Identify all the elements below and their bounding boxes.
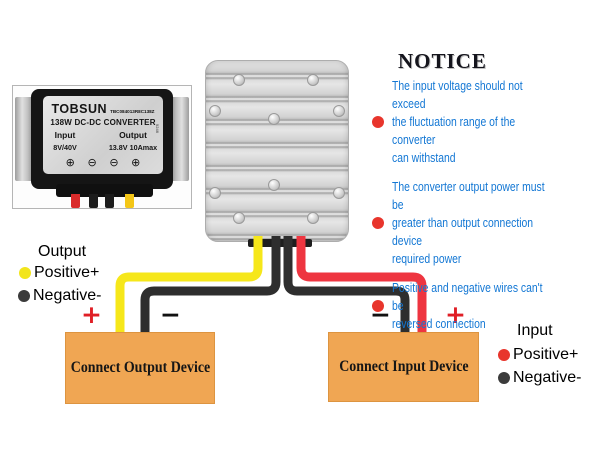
red-bullet-icon [372, 300, 384, 312]
photo-wire-red [71, 194, 80, 208]
photo-wire-yellow [125, 194, 134, 208]
output-box-label: Connect Output Device [70, 359, 210, 376]
output-spec: 13.8V 10Amax [108, 143, 158, 152]
rivet-icon [209, 187, 221, 199]
output-minus-mark: − [160, 300, 181, 329]
screw-minus-icon: ⊖ [109, 156, 119, 169]
input-negative-label: Negative- [513, 369, 582, 386]
product-label: TOBSUN TBC084013R8C138Z 138W DC-DC CONVE… [43, 96, 163, 174]
wire-input-positive-red [296, 236, 427, 335]
brand-name: TOBSUN [51, 102, 108, 116]
notice-item: The input voltage should not exceed the … [372, 77, 592, 167]
red-dot-icon [498, 349, 510, 361]
wire-output-positive-yellow [115, 236, 263, 335]
notice-title: NOTICE [398, 49, 487, 73]
input-positive-label: Positive+ [513, 346, 579, 363]
rivet-icon [333, 187, 345, 199]
rivet-icon [209, 105, 221, 117]
red-bullet-icon [372, 217, 384, 229]
label-output-header: Output [119, 130, 147, 140]
input-spec: 8V/40V [53, 143, 77, 152]
notice-item: The converter output power must be great… [372, 178, 592, 268]
product-photo: TOBSUN TBC084013R8C138Z 138W DC-DC CONVE… [12, 85, 192, 209]
rivet-icon [268, 113, 280, 125]
red-bullet-icon [372, 116, 384, 128]
notice-item-text: The converter output power must be great… [392, 179, 545, 266]
rivet-icon [333, 105, 345, 117]
input-plus-mark: + [445, 300, 466, 329]
rivet-icon [307, 74, 319, 86]
converter-photo-terminal-block [56, 184, 153, 197]
connect-input-device-box: Connect Input Device [328, 332, 479, 402]
product-title: 138W DC-DC CONVERTER [50, 118, 156, 127]
notice-item-text: Positive and negative wires can't be rev… [392, 280, 543, 331]
notice-item-text: The input voltage should not exceed the … [392, 78, 523, 165]
converter-mount-flange-left [15, 97, 33, 181]
output-plus-mark: + [81, 300, 102, 329]
input-box-label: Connect Input Device [338, 358, 469, 375]
photo-wire-black-1 [89, 194, 98, 208]
output-legend-title: Output [38, 243, 87, 260]
screw-minus-icon: ⊖ [87, 156, 97, 169]
terminal-screws: ⊕ ⊖ ⊖ ⊕ [53, 156, 153, 169]
output-positive-label: Positive+ [34, 264, 100, 281]
screw-plus-icon: ⊕ [65, 156, 75, 169]
black-dot-icon [18, 290, 30, 302]
rivet-icon [307, 212, 319, 224]
converter-heatsink [205, 60, 349, 242]
wire-output-negative-black [140, 236, 281, 335]
rivet-icon [233, 74, 245, 86]
photo-wire-black-2 [105, 194, 114, 208]
converter-mount-flange-right [171, 97, 189, 181]
screw-plus-icon: ⊕ [131, 156, 141, 169]
rivet-icon [233, 212, 245, 224]
notice-item: Positive and negative wires can't be rev… [372, 279, 592, 333]
black-dot-icon [498, 372, 510, 384]
connect-output-device-box: Connect Output Device [65, 332, 215, 404]
output-negative-label: Negative- [33, 287, 102, 304]
yellow-dot-icon [19, 267, 31, 279]
notice-list: The input voltage should not exceed the … [372, 77, 592, 344]
input-legend-title: Input [517, 322, 553, 339]
model-code: TBC084013R8C138Z [110, 109, 155, 114]
wire-input-negative-black [283, 236, 410, 335]
rivet-icon [268, 179, 280, 191]
label-input-header: Input [54, 130, 76, 140]
